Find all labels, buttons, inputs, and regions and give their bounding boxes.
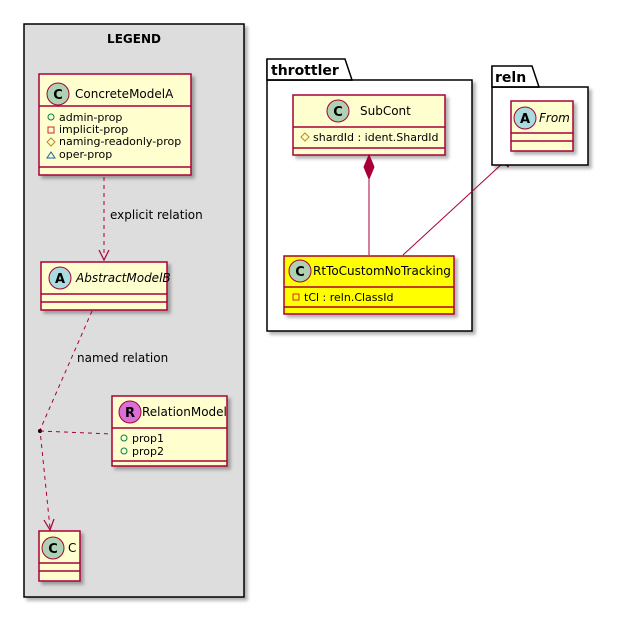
public-visibility-icon [120, 434, 128, 442]
class-subcont[interactable]: C SubCont shardId : ident.ShardId [292, 94, 446, 156]
protected-visibility-icon [300, 132, 310, 142]
attr-shardid: shardId : ident.ShardId [300, 131, 439, 144]
class-rt-to-custom-no-tracking[interactable]: C RtToCustomNoTracking tCl : reln.ClassI… [283, 255, 455, 315]
relation-label-explicit: explicit relation [110, 208, 203, 222]
protected-visibility-icon [46, 137, 56, 147]
relation-label-named: named relation [77, 351, 168, 365]
svg-text:oper-prop: oper-prop [59, 148, 112, 161]
svg-text:C: C [333, 105, 343, 120]
composition-diamond [363, 153, 375, 181]
class-name: RelationModel [142, 405, 227, 419]
class-name: From [539, 111, 570, 125]
class-abstract-model-b[interactable]: A AbstractModelB [40, 261, 171, 311]
svg-text:tCl : reln.ClassId: tCl : reln.ClassId [304, 291, 394, 304]
class-name: SubCont [360, 104, 411, 118]
svg-text:A: A [55, 272, 65, 287]
abstract-stereotype-icon: A [48, 266, 72, 290]
attr-prop1: prop1 [120, 432, 164, 445]
private-visibility-icon [47, 126, 55, 134]
relation-stereotype-icon: R [118, 400, 142, 424]
attr-admin-prop: admin-prop [47, 111, 122, 124]
private-visibility-icon [292, 293, 300, 301]
svg-text:A: A [520, 112, 530, 127]
relation-explicit: explicit relation [98, 177, 203, 262]
relation-composition [363, 153, 375, 255]
class-name: C [68, 541, 76, 555]
attr-naming-readonly-prop: naming-readonly-prop [46, 135, 181, 148]
svg-text:prop2: prop2 [132, 445, 164, 458]
svg-text:C: C [295, 265, 305, 280]
legend-title: LEGEND [107, 32, 161, 46]
class-name: ConcreteModelA [75, 87, 174, 101]
class-concrete-model-a[interactable]: C ConcreteModelA admin-prop implicit-pro… [38, 73, 192, 176]
class-relation-model[interactable]: R RelationModel prop1 prop2 [111, 395, 228, 467]
svg-text:prop1: prop1 [132, 432, 164, 445]
svg-text:naming-readonly-prop: naming-readonly-prop [59, 135, 181, 148]
class-name: AbstractModelB [75, 271, 171, 285]
attr-implicit-prop: implicit-prop [47, 123, 128, 136]
svg-text:C: C [48, 542, 58, 557]
class-stereotype-icon: C [46, 82, 70, 106]
class-stereotype-icon: C [288, 259, 312, 283]
attr-oper-prop: oper-prop [46, 148, 112, 161]
svg-text:admin-prop: admin-prop [59, 111, 122, 124]
svg-text:implicit-prop: implicit-prop [59, 123, 128, 136]
class-stereotype-icon: C [326, 99, 350, 123]
attr-prop2: prop2 [120, 445, 164, 458]
abstract-stereotype-icon: A [513, 106, 537, 130]
class-from[interactable]: A From [510, 100, 574, 152]
relation-named: named relation [38, 310, 168, 532]
package-name: throttler [271, 63, 339, 79]
svg-text:shardId : ident.ShardId: shardId : ident.ShardId [313, 131, 439, 144]
attr-tcl: tCl : reln.ClassId [292, 291, 394, 304]
public-visibility-icon [120, 447, 128, 455]
package-visibility-icon [46, 151, 56, 159]
package-name: reln [495, 70, 526, 86]
svg-text:R: R [125, 406, 135, 421]
class-name: RtToCustomNoTracking [313, 264, 451, 278]
public-visibility-icon [47, 113, 55, 121]
class-c[interactable]: C C [38, 530, 81, 582]
class-stereotype-icon: C [41, 536, 65, 560]
svg-text:C: C [53, 88, 63, 103]
